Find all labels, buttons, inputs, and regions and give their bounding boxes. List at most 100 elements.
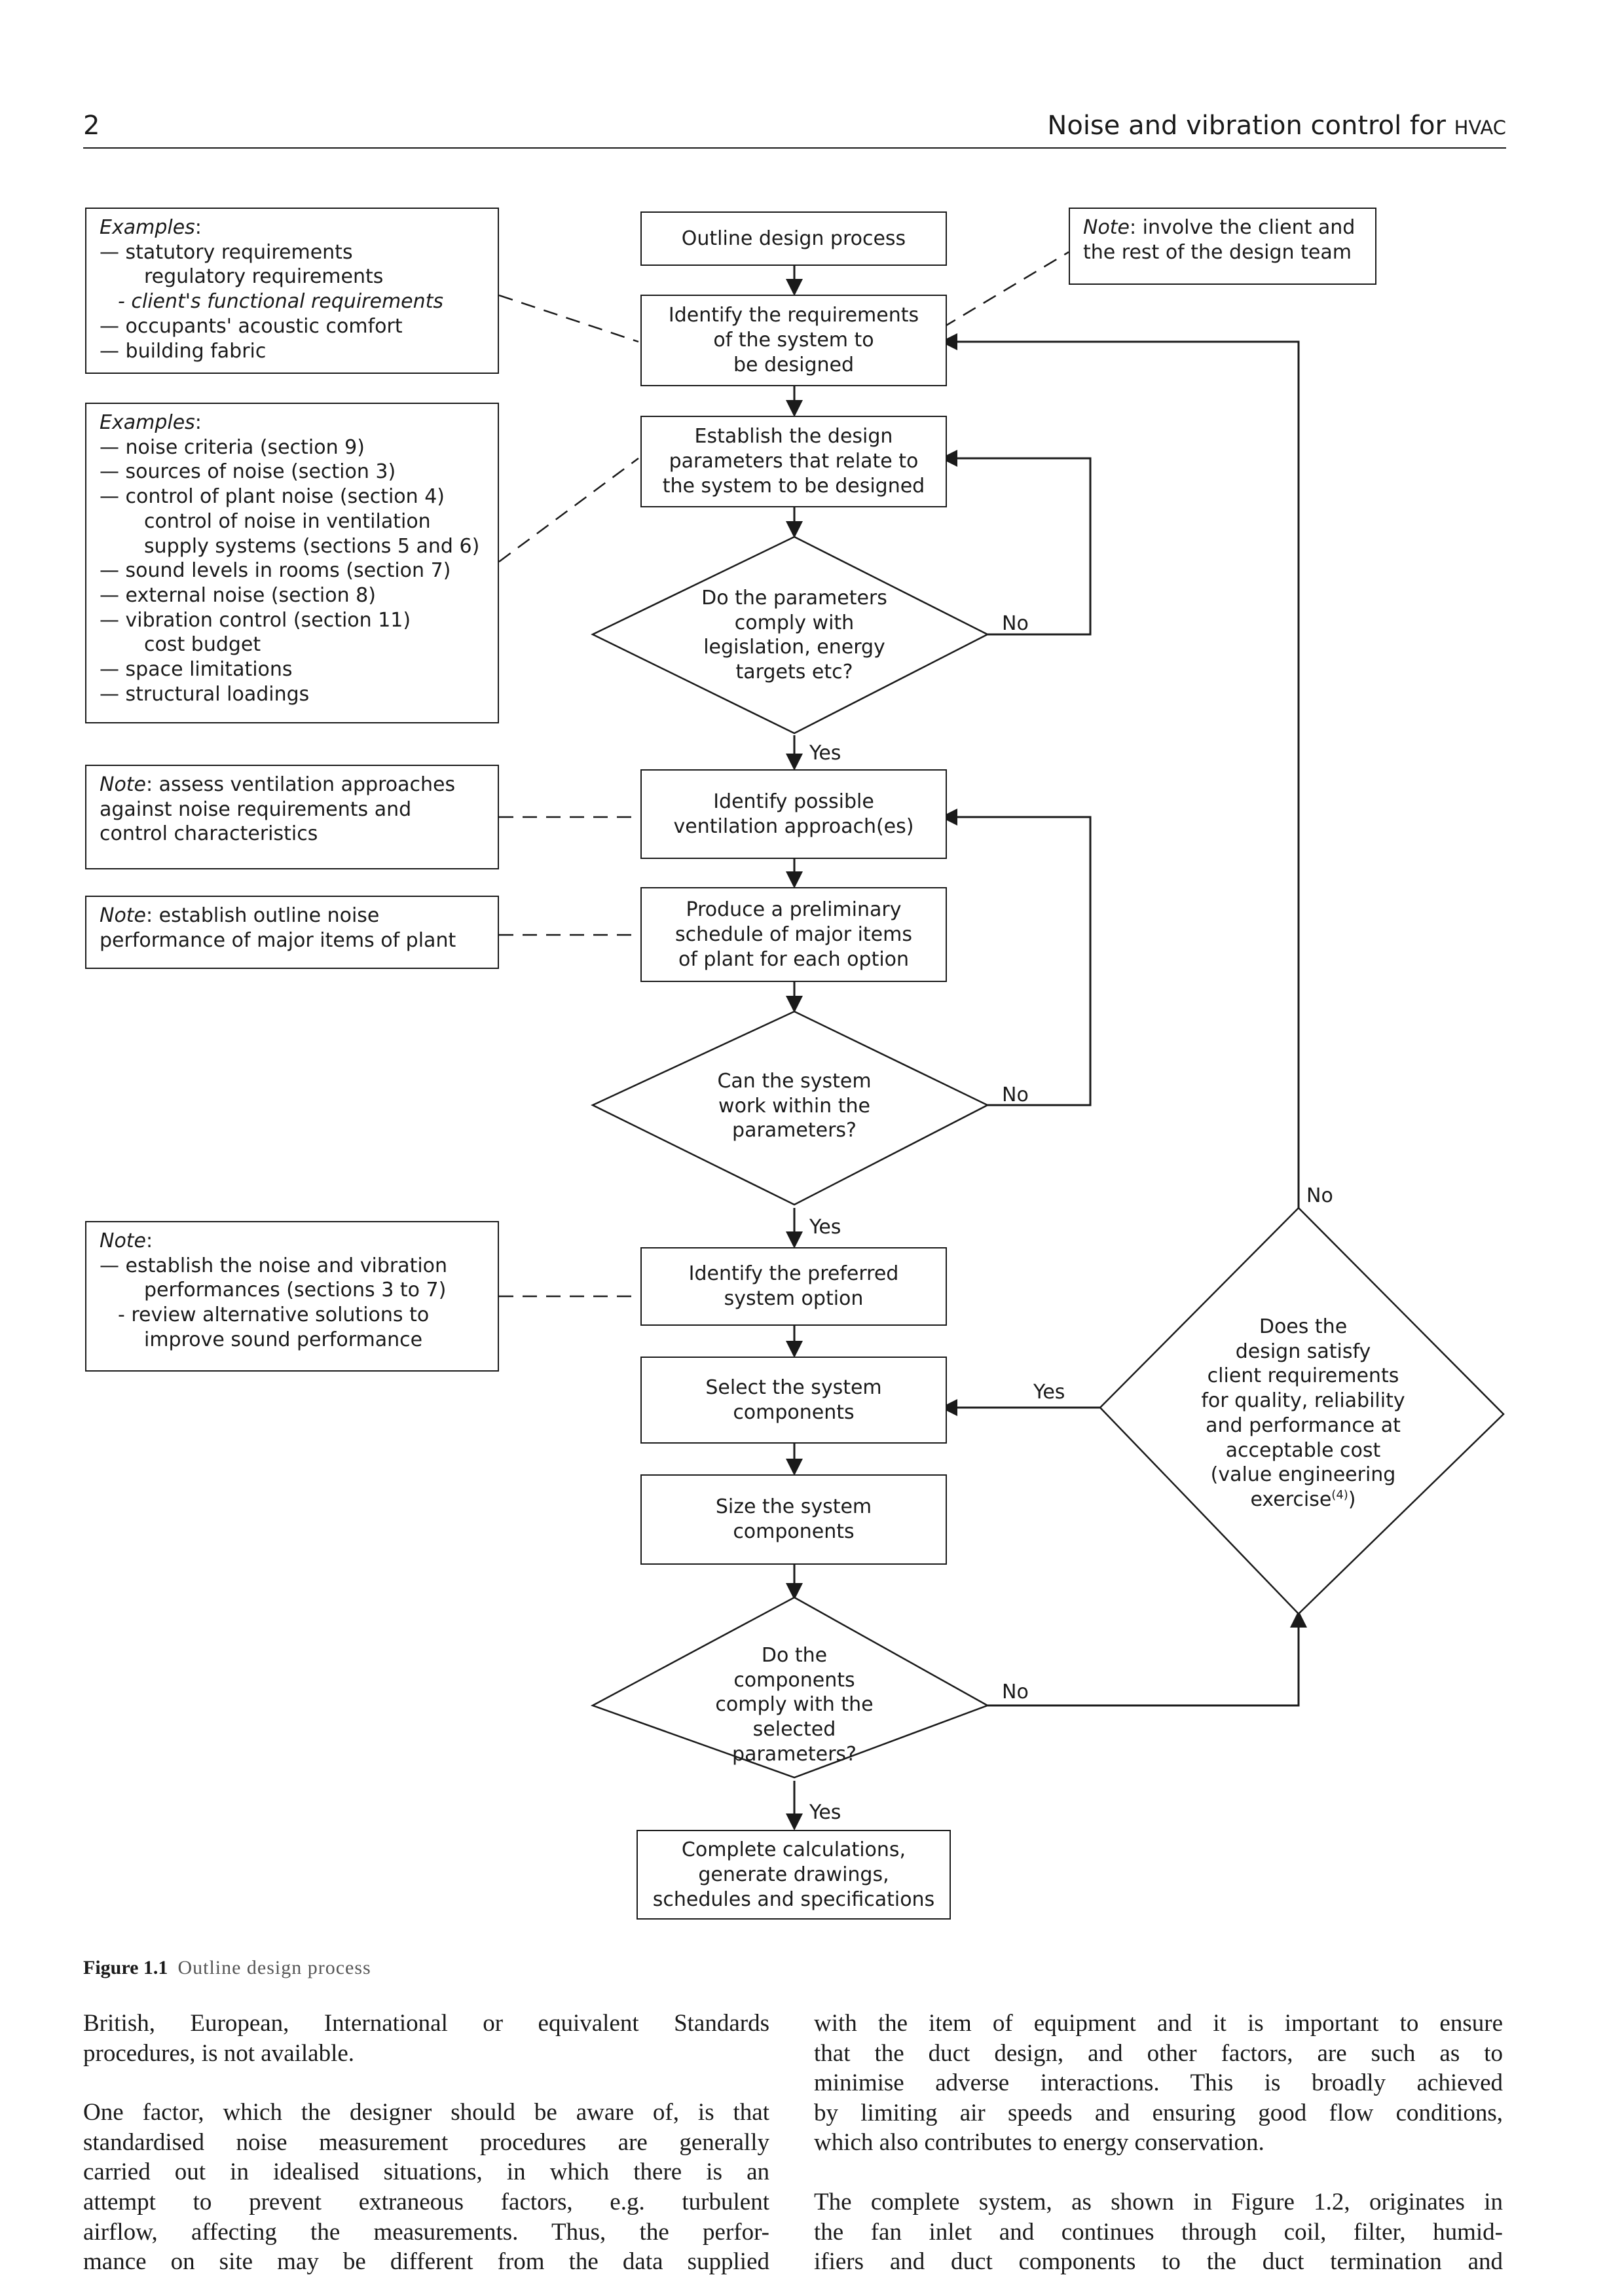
body-line: ifiers and duct components to the duct t… xyxy=(814,2248,1503,2276)
decision-line: comply with xyxy=(734,611,855,634)
decision-line: design satisfy xyxy=(1235,1339,1371,1363)
arrowhead-left xyxy=(940,333,957,350)
note-prefix: Note xyxy=(100,1230,147,1252)
decision-line: Do the xyxy=(761,1644,828,1667)
note-item: — occupants' acoustic comfort xyxy=(100,314,403,338)
decision-text-legislation: Do the parameters comply with legislatio… xyxy=(663,586,925,685)
paragraph-gap xyxy=(83,2068,769,2098)
decision-line: work within the xyxy=(718,1094,870,1118)
body-line: British, European, International or equi… xyxy=(83,2010,769,2037)
note-prefix: Note xyxy=(100,904,147,927)
note-heading: Examples: xyxy=(100,215,485,240)
box-text-line: schedule of major items xyxy=(674,922,912,946)
body-line: that the duct design, and other factors,… xyxy=(814,2039,1503,2067)
body-line: by limiting air speeds and ensuring good… xyxy=(814,2099,1503,2126)
note-item: — establish the noise and vibration xyxy=(100,1254,448,1277)
note-item: cost budget xyxy=(144,633,261,657)
body-line: One factor, which the designer should be… xyxy=(83,2099,769,2126)
note-line: Note: establish outline noise xyxy=(100,903,485,928)
note-line: performance of major items of plant xyxy=(100,928,456,952)
note-item: — space limitations xyxy=(100,658,293,682)
body-column-right: with the item of equipment and it is imp… xyxy=(814,2009,1503,2277)
decision-line: comply with the xyxy=(715,1693,874,1717)
body-line: the fan inlet and continues through coil… xyxy=(814,2218,1503,2246)
decision-line: targets etc? xyxy=(735,661,853,684)
loop-no-to-parameters xyxy=(950,457,1092,636)
body-line: mance on site may be different from the … xyxy=(83,2248,769,2276)
note-item: control of noise in ventilation xyxy=(144,509,431,533)
label-yes-work-within: Yes xyxy=(809,1216,841,1239)
figure-caption-text: Outline design process xyxy=(177,1957,371,1978)
header-rule xyxy=(83,147,1506,149)
box-size-components: Size the system components xyxy=(640,1474,947,1565)
note-item: — sound levels in rooms (section 7) xyxy=(100,559,451,583)
note-item: — vibration control (section 11) xyxy=(100,608,411,632)
figure-caption: Figure 1.1 Outline design process xyxy=(83,1956,371,1980)
box-preliminary-schedule: Produce a preliminary schedule of major … xyxy=(640,887,947,982)
note-examples-requirements: Examples: — statutory requirements regul… xyxy=(85,208,499,374)
note-item: — noise criteria (section 9) xyxy=(100,435,365,459)
note-examples-parameters: Examples: — noise criteria (section 9) —… xyxy=(85,403,499,723)
reference-superscript: (4) xyxy=(1331,1487,1348,1502)
note-colon: : xyxy=(194,216,202,239)
label-no-legislation: No xyxy=(1002,612,1029,635)
decision-line-part: ) xyxy=(1348,1487,1356,1511)
note-line: against noise requirements and xyxy=(100,797,412,821)
body-line: standardised noise measurement procedure… xyxy=(83,2128,769,2156)
label-no-work-within: No xyxy=(1002,1084,1029,1106)
note-item: - review alternative solutions to xyxy=(118,1303,430,1327)
arrowhead-down xyxy=(786,1813,803,1831)
box-outline-design-process: Outline design process xyxy=(640,211,947,266)
note-text: : establish outline noise xyxy=(146,904,380,927)
decision-diamond-client xyxy=(1099,1207,1505,1615)
path-no-to-client-decision xyxy=(987,1617,1300,1707)
decision-line: and performance at xyxy=(1206,1413,1401,1437)
dash-team-note xyxy=(942,251,1069,329)
decision-line: client requirements xyxy=(1207,1364,1399,1388)
arrowhead-down xyxy=(786,279,803,296)
label-no-components: No xyxy=(1002,1681,1029,1704)
arrowhead-left xyxy=(940,450,957,467)
box-select-components: Select the system components xyxy=(640,1357,947,1444)
box-preferred-option: Identify the preferred system option xyxy=(640,1247,947,1326)
body-column-left: British, European, International or equi… xyxy=(83,2009,769,2277)
note-line: Note: involve the client and xyxy=(1083,215,1362,240)
decision-line: Do the parameters xyxy=(701,587,887,610)
box-text-line: Produce a preliminary xyxy=(686,898,902,921)
box-identify-ventilation: Identify possible ventilation approach(e… xyxy=(640,769,947,859)
decision-line: Does the xyxy=(1259,1315,1348,1338)
arrowhead-down xyxy=(786,521,803,538)
box-establish-parameters: Establish the design parameters that rel… xyxy=(640,416,947,507)
note-item: supply systems (sections 5 and 6) xyxy=(144,534,480,558)
body-line: procedures, is not available. xyxy=(83,2039,355,2067)
box-text-line: Identify the requirements xyxy=(668,304,919,327)
box-text-line: be designed xyxy=(733,354,855,376)
box-text-line: Identify possible xyxy=(713,790,874,813)
decision-diamond-work-within xyxy=(591,1010,989,1206)
decision-line-part: exercise xyxy=(1250,1487,1332,1511)
running-header-hvac: HVAC xyxy=(1454,117,1506,139)
arrowhead-down xyxy=(786,871,803,888)
note-item: — external noise (section 8) xyxy=(100,583,376,607)
body-line: The complete system, as shown in Figure … xyxy=(814,2188,1503,2215)
decision-line: Can the system xyxy=(717,1070,872,1093)
label-yes-components: Yes xyxy=(809,1801,841,1824)
note-item: improve sound performance xyxy=(144,1328,423,1351)
box-text-line: Select the system xyxy=(705,1376,882,1399)
note-line: Note: assess ventilation approaches xyxy=(100,773,485,797)
decision-line: (value engineering xyxy=(1210,1463,1396,1487)
note-item: - client's functional requirements xyxy=(118,290,444,314)
decision-diamond-legislation xyxy=(591,536,989,735)
note-item: — structural loadings xyxy=(100,682,310,706)
decision-text-components: Do the components comply with the select… xyxy=(663,1643,925,1767)
decision-line: acceptable cost xyxy=(1225,1438,1381,1462)
note-colon: : xyxy=(194,411,202,434)
decision-line: for quality, reliability xyxy=(1201,1389,1405,1413)
arrowhead-left xyxy=(940,1399,957,1416)
note-involve-team: Note: involve the client and the rest of… xyxy=(1069,208,1376,285)
decision-text-work-within: Can the system work within the parameter… xyxy=(663,1069,925,1143)
arrowhead-down xyxy=(786,1583,803,1600)
paragraph-gap xyxy=(814,2158,1503,2187)
label-yes-client: Yes xyxy=(1033,1381,1065,1404)
page-number: 2 xyxy=(83,111,100,141)
